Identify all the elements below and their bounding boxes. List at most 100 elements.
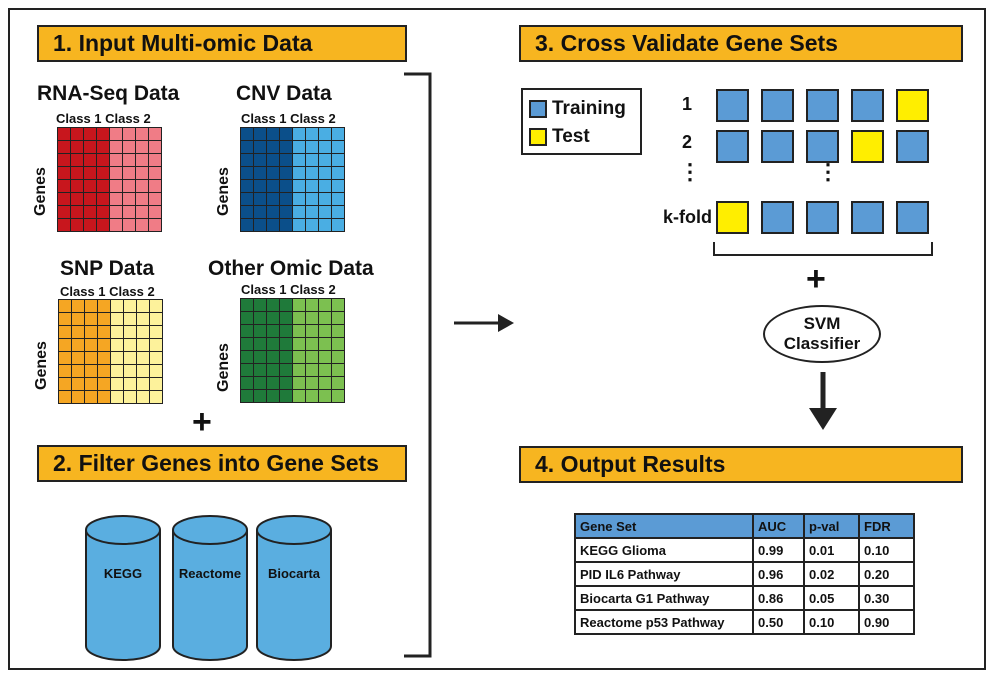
matrix-cell bbox=[319, 364, 331, 376]
matrix-cell bbox=[59, 300, 71, 312]
matrix-cell bbox=[306, 193, 318, 205]
table-cell: 0.10 bbox=[803, 609, 860, 635]
matrix-cell bbox=[84, 219, 96, 231]
matrix-cell bbox=[84, 141, 96, 153]
table-cell: 0.86 bbox=[752, 585, 805, 611]
matrix-cell bbox=[280, 299, 292, 311]
matrix-cell bbox=[149, 128, 161, 140]
matrix-cell bbox=[293, 299, 305, 311]
matrix-cell bbox=[280, 325, 292, 337]
fold-row bbox=[716, 130, 929, 163]
matrix-cell bbox=[306, 377, 318, 389]
matrix-cell bbox=[110, 193, 122, 205]
training-fold-box bbox=[716, 89, 749, 122]
matrix-cell bbox=[111, 365, 123, 377]
matrix-cell bbox=[293, 206, 305, 218]
results-table: Gene Set AUC p-val FDR KEGG Glioma 0.99 … bbox=[574, 513, 915, 635]
down-arrow-icon bbox=[809, 372, 837, 430]
plus-sign: + bbox=[192, 403, 212, 441]
class-labels: Class 1 Class 2 bbox=[241, 282, 336, 297]
matrix-cell bbox=[71, 154, 83, 166]
matrix-cell bbox=[110, 219, 122, 231]
table-cell: 0.10 bbox=[858, 537, 915, 563]
matrix-cell bbox=[58, 206, 70, 218]
matrix-cell bbox=[97, 128, 109, 140]
matrix-cell bbox=[111, 378, 123, 390]
matrix-cell bbox=[319, 206, 331, 218]
matrix-cell bbox=[254, 338, 266, 350]
matrix-cell bbox=[293, 154, 305, 166]
genes-axis-label: Genes bbox=[215, 167, 232, 216]
matrix-cell bbox=[150, 313, 162, 325]
matrix-cell bbox=[293, 167, 305, 179]
matrix-cell bbox=[306, 167, 318, 179]
column-header: Gene Set bbox=[574, 513, 754, 539]
matrix-cell bbox=[241, 219, 253, 231]
legend-training: Training bbox=[529, 98, 626, 120]
vertical-ellipsis-icon: ⋮ bbox=[817, 159, 839, 184]
matrix-cell bbox=[254, 154, 266, 166]
matrix-cell bbox=[124, 339, 136, 351]
matrix-cell bbox=[123, 167, 135, 179]
training-fold-box bbox=[851, 89, 884, 122]
fold-label: k-fold bbox=[663, 207, 712, 227]
matrix-cell bbox=[150, 365, 162, 377]
classifier-line1: SVM bbox=[803, 314, 841, 333]
matrix-cell bbox=[267, 299, 279, 311]
matrix-cell bbox=[280, 338, 292, 350]
matrix-cell bbox=[111, 300, 123, 312]
matrix-cell bbox=[123, 219, 135, 231]
matrix-cell bbox=[58, 180, 70, 192]
matrix-cell bbox=[72, 313, 84, 325]
matrix-cell bbox=[332, 128, 344, 140]
matrix-cell bbox=[306, 180, 318, 192]
matrix-cell bbox=[150, 300, 162, 312]
matrix-cell bbox=[280, 351, 292, 363]
matrix-cell bbox=[111, 313, 123, 325]
matrix-cell bbox=[149, 193, 161, 205]
matrix-cell bbox=[254, 377, 266, 389]
matrix-cell bbox=[71, 180, 83, 192]
matrix-cell bbox=[97, 180, 109, 192]
matrix-cell bbox=[306, 338, 318, 350]
matrix-cell bbox=[306, 325, 318, 337]
training-fold-box bbox=[761, 201, 794, 234]
database-label: KEGG bbox=[103, 566, 143, 581]
matrix-cell bbox=[280, 390, 292, 402]
column-header: p-val bbox=[803, 513, 860, 539]
matrix-cell bbox=[85, 365, 97, 377]
matrix-cell bbox=[332, 312, 344, 324]
matrix-cell bbox=[98, 326, 110, 338]
step3-banner: 3. Cross Validate Gene Sets bbox=[519, 25, 963, 62]
legend-test-label: Test bbox=[552, 126, 590, 147]
matrix-cell bbox=[319, 128, 331, 140]
matrix-cell bbox=[241, 377, 253, 389]
table-cell: 0.20 bbox=[858, 561, 915, 587]
table-cell: 0.90 bbox=[858, 609, 915, 635]
matrix-cell bbox=[241, 141, 253, 153]
column-header: FDR bbox=[858, 513, 915, 539]
matrix-cell bbox=[319, 338, 331, 350]
matrix-cell bbox=[267, 351, 279, 363]
matrix-cell bbox=[59, 365, 71, 377]
matrix-cell bbox=[280, 193, 292, 205]
matrix-cell bbox=[306, 219, 318, 231]
data-matrix bbox=[240, 127, 345, 232]
matrix-cell bbox=[123, 193, 135, 205]
matrix-cell bbox=[241, 154, 253, 166]
dataset-title: RNA-Seq Data bbox=[37, 82, 180, 105]
matrix-cell bbox=[58, 154, 70, 166]
matrix-cell bbox=[97, 206, 109, 218]
matrix-cell bbox=[254, 364, 266, 376]
matrix-cell bbox=[84, 193, 96, 205]
matrix-cell bbox=[293, 180, 305, 192]
matrix-cell bbox=[59, 326, 71, 338]
matrix-cell bbox=[293, 377, 305, 389]
matrix-cell bbox=[59, 378, 71, 390]
legend: Training Test bbox=[521, 88, 642, 155]
matrix-cell bbox=[332, 141, 344, 153]
training-fold-box bbox=[896, 201, 929, 234]
matrix-cell bbox=[254, 206, 266, 218]
matrix-cell bbox=[150, 378, 162, 390]
matrix-cell bbox=[85, 378, 97, 390]
